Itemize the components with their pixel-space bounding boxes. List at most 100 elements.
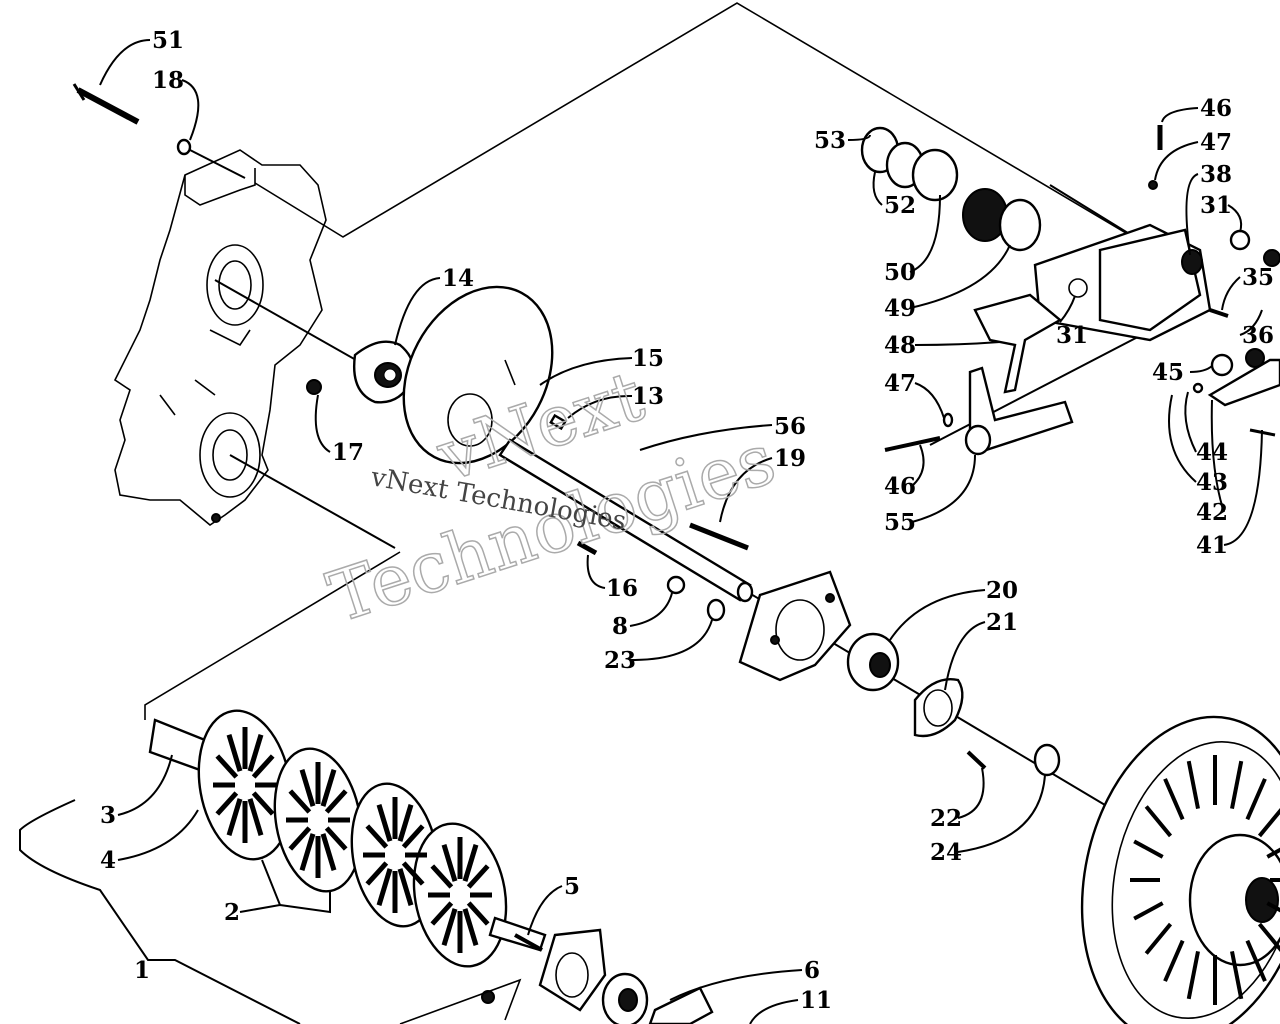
callout-14: 14 — [394, 265, 474, 346]
clutch-fin — [1245, 939, 1267, 982]
svg-text:56: 56 — [774, 413, 806, 440]
svg-text:18: 18 — [152, 67, 184, 94]
callout-31b: 31 — [1056, 295, 1088, 349]
callout-23: 23 — [604, 619, 713, 674]
clutch-fin — [1266, 847, 1280, 859]
clutch-fin — [1133, 901, 1164, 921]
svg-text:38: 38 — [1200, 161, 1232, 188]
callout-48: 48 — [884, 332, 1001, 359]
brake-disc-15 — [402, 285, 554, 465]
clutch-spoke — [251, 754, 275, 779]
callout-52: 52 — [872, 171, 916, 219]
svg-text:31: 31 — [1056, 322, 1088, 349]
clutch-spoke — [324, 826, 348, 851]
callout-labels: 51 18 14 17 15 13 56 19 16 8 23 20 21 22… — [19, 27, 1274, 1024]
bolt-22 — [966, 750, 987, 770]
svg-text:4: 4 — [100, 847, 116, 874]
svg-text:16: 16 — [606, 575, 638, 602]
clutch-spoke — [215, 754, 239, 779]
svg-text:50: 50 — [884, 259, 916, 286]
washer-23 — [706, 598, 726, 622]
svg-text:6: 6 — [804, 957, 820, 984]
pin-19 — [689, 522, 749, 551]
clutch-spoke — [462, 908, 479, 946]
callout-51: 51 — [99, 27, 184, 86]
callout-56: 56 — [639, 413, 806, 451]
callout-45: 45 — [1152, 359, 1213, 386]
callout-3: 3 — [100, 754, 173, 829]
callout-15: 15 — [539, 345, 664, 386]
svg-text:24: 24 — [930, 839, 962, 866]
callout-47b: 47 — [1154, 129, 1232, 181]
callout-50: 50 — [884, 194, 941, 286]
clutch-fin — [1186, 760, 1200, 810]
svg-text:51: 51 — [152, 27, 184, 54]
clutch-fin — [1186, 950, 1200, 1000]
bearing-housing-plate — [738, 570, 852, 682]
clutch-fin — [1230, 950, 1244, 1000]
svg-text:52: 52 — [884, 192, 916, 219]
svg-text:13: 13 — [632, 383, 664, 410]
clutch-spoke — [430, 901, 454, 926]
callout-21: 21 — [944, 609, 1018, 691]
clutch-fin — [1144, 805, 1173, 838]
clutch-spoke — [288, 826, 312, 851]
callout-49: 49 — [884, 244, 1011, 322]
clutch-fin — [1266, 901, 1280, 913]
callout-18: 18 — [152, 67, 200, 141]
clutch-spoke — [324, 789, 348, 814]
svg-text:8: 8 — [612, 613, 628, 640]
callout-11: 11 — [749, 987, 832, 1024]
svg-text:35: 35 — [1242, 264, 1274, 291]
caliper-housing — [1033, 223, 1280, 342]
svg-text:3: 3 — [100, 802, 116, 829]
nut-8 — [666, 575, 686, 595]
clutch-spoke — [466, 901, 490, 926]
svg-text:21: 21 — [986, 609, 1018, 636]
callout-42: 42 — [1196, 399, 1228, 526]
plate-11 — [648, 986, 714, 1024]
svg-text:5: 5 — [564, 873, 580, 900]
clutch-spoke — [397, 804, 414, 842]
clutch-spoke — [226, 734, 243, 772]
clutch-fin — [1144, 922, 1173, 955]
svg-text:42: 42 — [1196, 499, 1228, 526]
svg-text:11: 11 — [800, 987, 832, 1014]
clutch-spoke — [376, 868, 393, 906]
callout-38: 38 — [1185, 161, 1232, 256]
bolt-5 — [514, 933, 543, 952]
svg-text:15: 15 — [632, 345, 664, 372]
bearing-plate-6 — [538, 928, 649, 1024]
bolt-46-lower — [884, 436, 941, 452]
callout-5: 5 — [527, 873, 580, 936]
callout-16: 16 — [586, 554, 638, 602]
callout-31a: 31 — [1200, 192, 1243, 233]
svg-text:41: 41 — [1196, 532, 1228, 559]
pin-35 — [1209, 308, 1229, 318]
svg-text:53: 53 — [814, 127, 846, 154]
drive-clutch-assembly — [148, 709, 547, 968]
callout-47a: 47 — [884, 370, 945, 419]
driven-clutch — [1080, 715, 1280, 1024]
svg-text:20: 20 — [986, 577, 1018, 604]
clutch-spoke — [462, 844, 479, 882]
flange-21 — [913, 678, 964, 738]
svg-text:23: 23 — [604, 647, 636, 674]
bolt-51 — [72, 83, 140, 125]
callout-35: 35 — [1221, 264, 1274, 311]
clutch-spoke — [441, 844, 458, 882]
arm-45-41 — [1192, 348, 1280, 437]
washer-47-lower — [942, 412, 954, 428]
clutch-spoke — [430, 864, 454, 889]
clutch-spoke — [299, 769, 316, 807]
svg-text:47: 47 — [1200, 129, 1232, 156]
svg-text:36: 36 — [1242, 322, 1274, 349]
svg-text:31: 31 — [1200, 192, 1232, 219]
svg-text:22: 22 — [930, 805, 962, 832]
clutch-spoke — [365, 861, 389, 886]
brake-lever-55 — [964, 366, 1074, 456]
clutch-fin — [1230, 760, 1244, 810]
clutch-spoke — [397, 868, 414, 906]
clutch-fin — [1133, 839, 1164, 859]
